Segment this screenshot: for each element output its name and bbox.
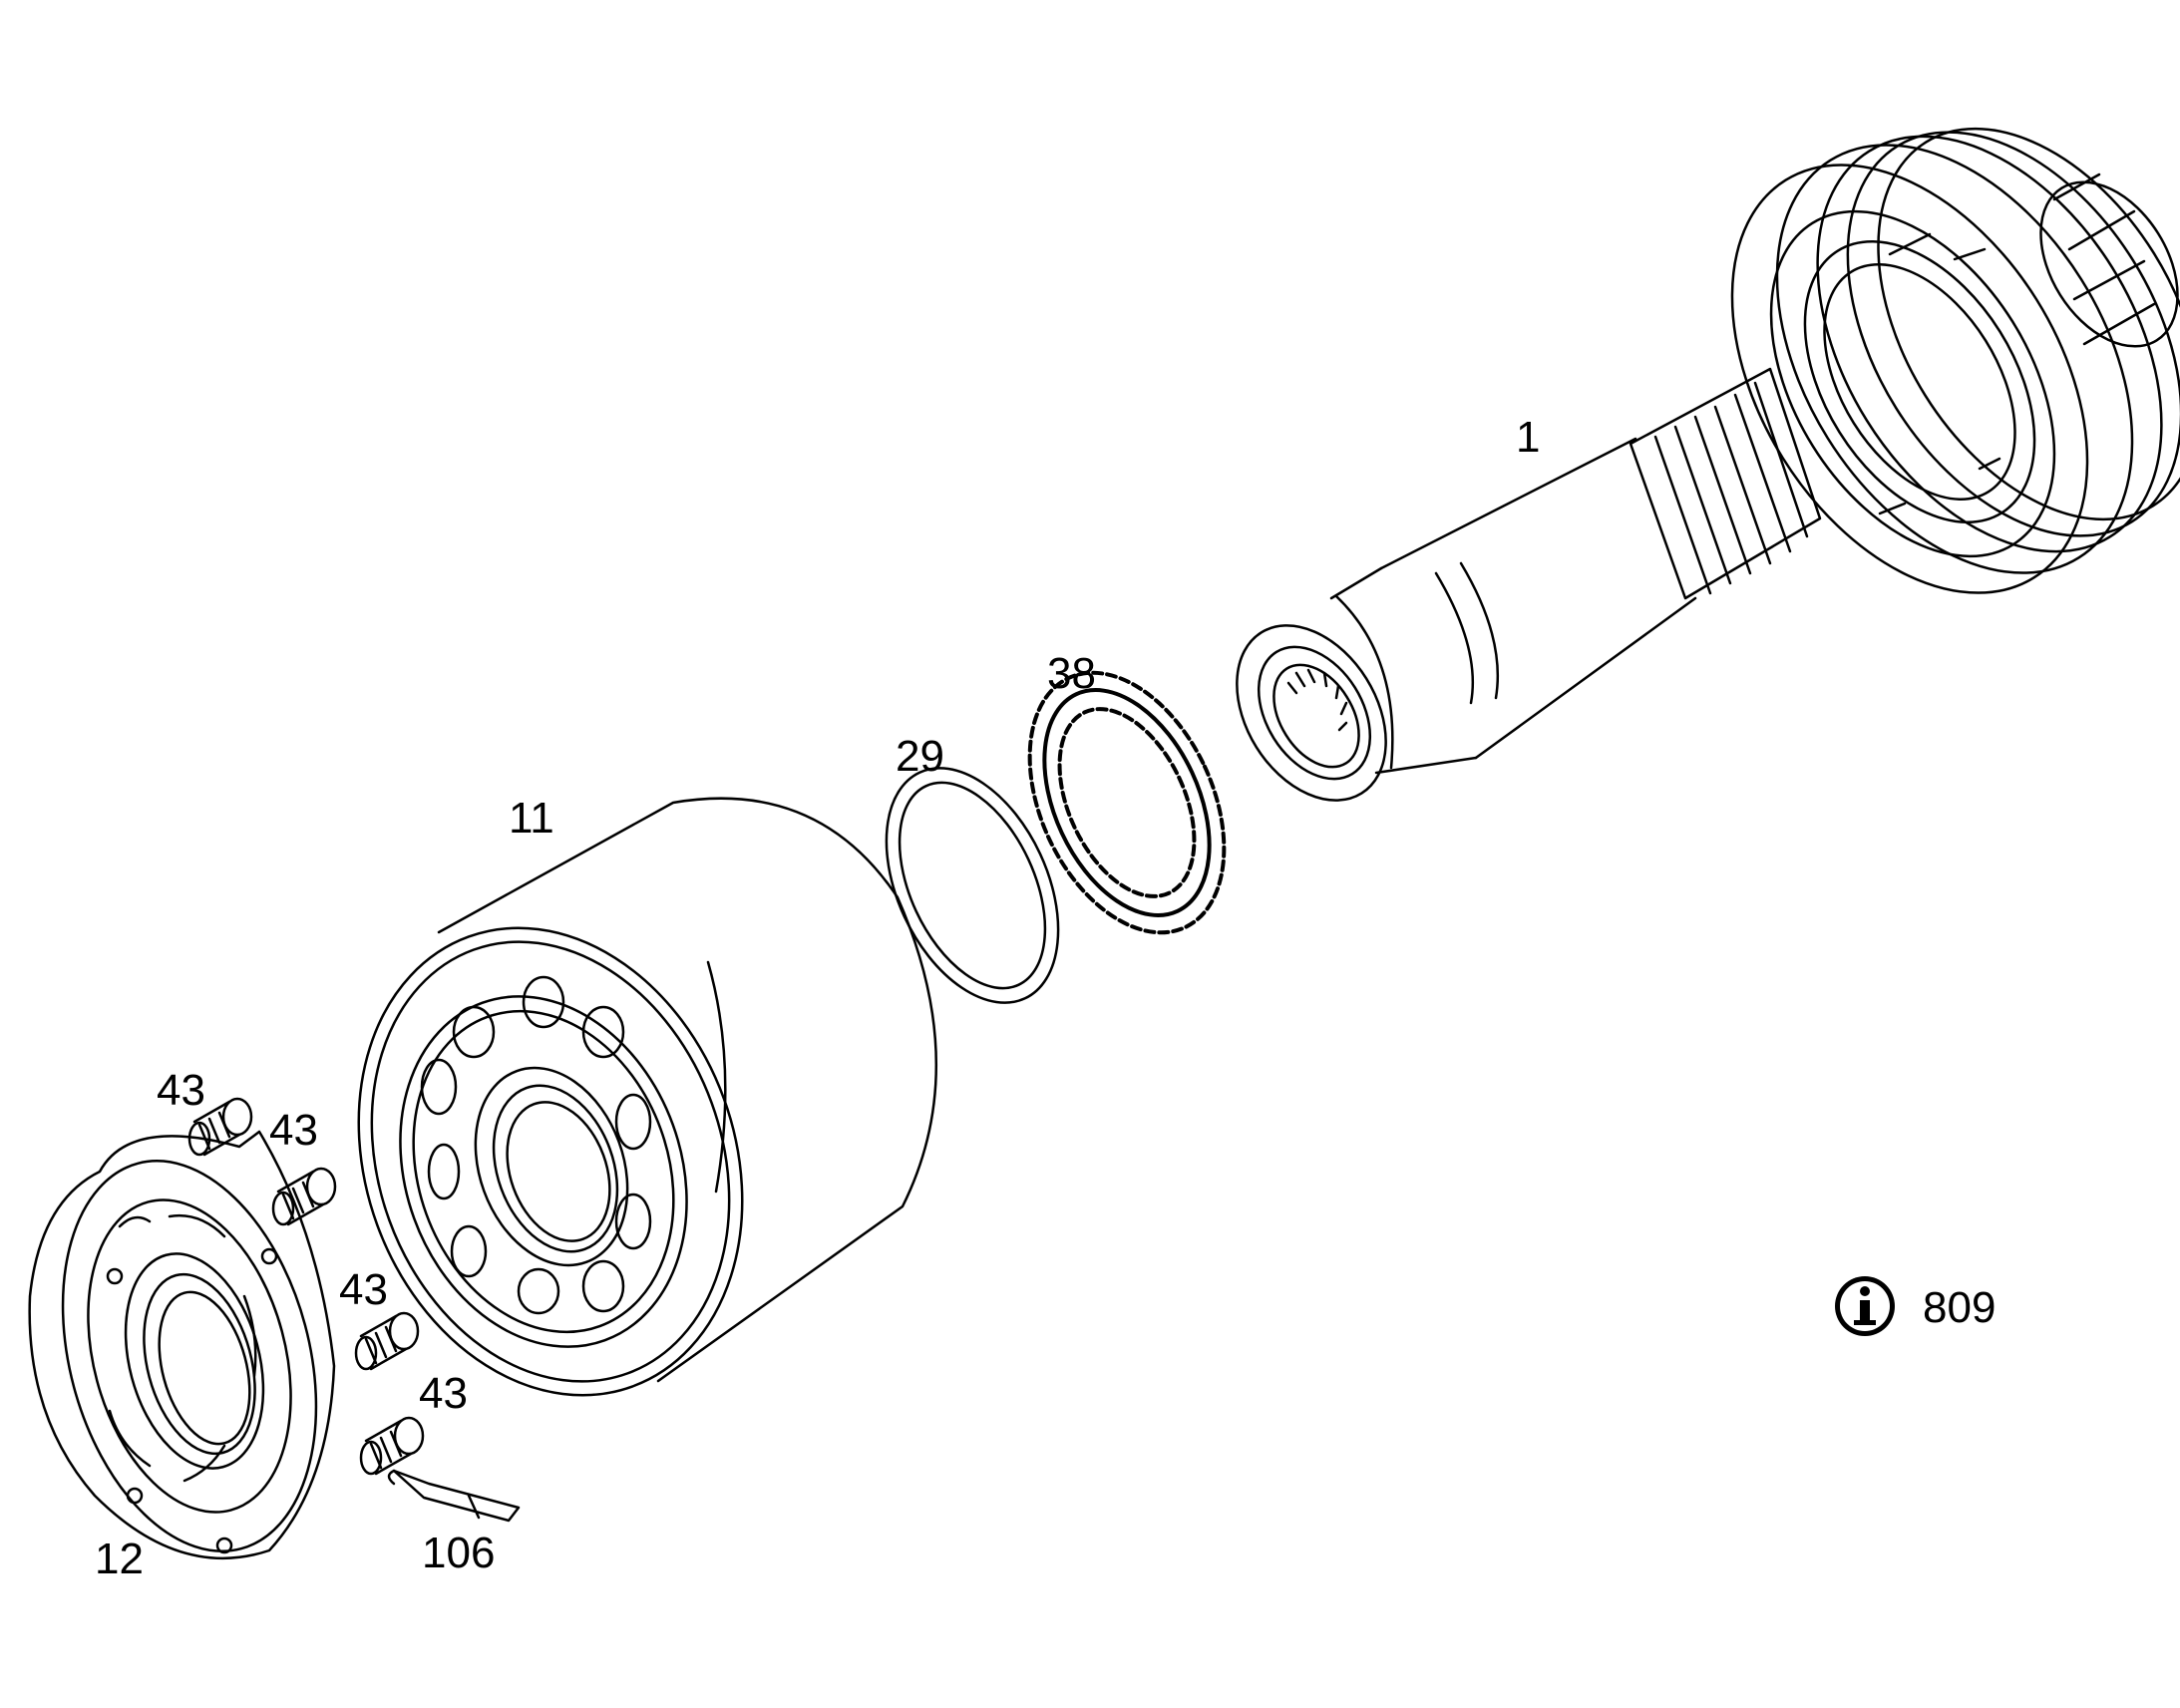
part-labels: 1 38 29 11 43 43 43 43 12 106 bbox=[95, 413, 1540, 1583]
shaft-bore-end bbox=[1236, 624, 1387, 802]
rear-spline-stub bbox=[2039, 172, 2179, 348]
label-part-11: 11 bbox=[509, 794, 554, 843]
label-part-38: 38 bbox=[1047, 649, 1096, 698]
screw-3 bbox=[354, 1311, 420, 1371]
label-part-43-d: 43 bbox=[419, 1369, 468, 1418]
shaft-body bbox=[1329, 437, 1697, 775]
bearing-housing bbox=[1730, 127, 2180, 594]
label-part-106: 106 bbox=[422, 1529, 495, 1577]
label-part-43-a: 43 bbox=[157, 1066, 205, 1115]
port-plate bbox=[28, 1130, 336, 1560]
label-part-1: 1 bbox=[1516, 413, 1540, 462]
cylinder-bores bbox=[420, 975, 652, 1315]
cylinder-block bbox=[357, 797, 938, 1397]
sealant-tube bbox=[387, 1469, 521, 1523]
info-reference-number: 809 bbox=[1923, 1283, 1996, 1332]
info-reference[interactable]: 809 bbox=[1835, 1276, 1996, 1336]
drive-shaft bbox=[1236, 127, 2180, 802]
screw-4 bbox=[359, 1416, 425, 1476]
screw-1 bbox=[187, 1097, 253, 1157]
label-part-12: 12 bbox=[95, 1535, 144, 1583]
screw-2 bbox=[271, 1167, 337, 1226]
spring-ring bbox=[1027, 670, 1227, 935]
label-part-43-c: 43 bbox=[339, 1265, 388, 1314]
info-icon bbox=[1835, 1276, 1895, 1336]
label-part-43-b: 43 bbox=[269, 1106, 318, 1155]
shaft-spline bbox=[1629, 367, 1822, 600]
label-part-29: 29 bbox=[896, 732, 944, 781]
